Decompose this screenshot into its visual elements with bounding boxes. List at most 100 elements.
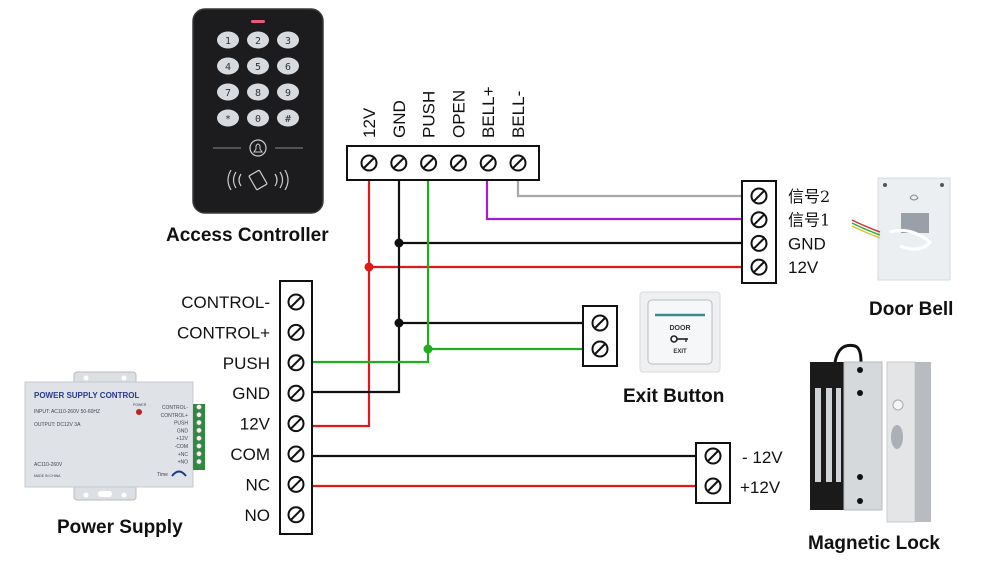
ps-terminal-label: NO <box>245 506 271 525</box>
access-controller-title: Access Controller <box>166 225 329 246</box>
ps-device-screw <box>196 450 202 457</box>
bell-terminal-label: 12V <box>788 258 819 277</box>
ac-terminal-label: BELL+ <box>479 86 498 138</box>
ps-terminal-label: CONTROL- <box>181 293 270 312</box>
exit-button: DOOR EXIT Exit Button <box>582 291 724 407</box>
lock-terminal-label-1: - 12V <box>742 448 783 467</box>
svg-text:*: * <box>225 114 231 125</box>
ps-terminal-label: COM <box>230 445 270 464</box>
junction-dot-gnd-exit <box>394 318 404 328</box>
keypad-key: 2 <box>247 31 269 49</box>
junction-dot-push-exit <box>423 344 433 354</box>
keypad-device-image: 1 2 3 4 5 6 7 8 9 * 0 # <box>192 8 324 214</box>
ps-made-text: MADE IN CHINA <box>34 474 61 478</box>
ps-device-screw <box>196 435 202 442</box>
wires <box>312 180 742 488</box>
keypad-key: 5 <box>247 57 269 75</box>
ps-ac-text: AC110-260V <box>34 462 63 468</box>
bell-terminal-screw <box>750 234 768 252</box>
ps-terminal-screw <box>287 506 305 524</box>
access-controller-terminal-block: 12V GND PUSH OPEN BELL+ BELL- <box>346 86 540 181</box>
door-bell-title: Door Bell <box>869 299 953 320</box>
power-led-icon <box>136 409 142 415</box>
svg-text:5: 5 <box>255 62 261 73</box>
svg-text:7: 7 <box>225 88 231 99</box>
ps-device-terminal-label: CONTROL+ <box>161 413 188 419</box>
ac-terminal-label: GND <box>390 100 409 138</box>
ac-terminal-label: OPEN <box>449 90 468 138</box>
rfid-card-icon <box>227 169 289 191</box>
ps-terminal-label: CONTROL+ <box>177 323 270 342</box>
ps-device-screw <box>196 404 202 410</box>
keypad-key: 6 <box>277 57 299 75</box>
svg-text:1: 1 <box>225 36 231 47</box>
power-supply-device-image: POWER SUPPLY CONTROL INPUT: AC110-260V 5… <box>24 371 205 501</box>
bell-terminal-screw <box>750 258 768 276</box>
ac-terminal-screw <box>360 154 378 172</box>
key-icon <box>670 335 688 343</box>
ps-device-terminal-label: CONTROL- <box>162 405 188 411</box>
keypad-key: # <box>277 109 299 127</box>
ps-device-screw <box>196 427 202 434</box>
svg-text:#: # <box>285 114 291 125</box>
magnetic-lock-title: Magnetic Lock <box>808 533 940 554</box>
bell-key-icon <box>249 139 267 157</box>
ps-terminal-screw <box>287 384 305 402</box>
ac-terminal-label: 12V <box>360 107 379 138</box>
exit-button-device-image: DOOR EXIT <box>639 291 721 373</box>
lock-terminal-label-2: +12V <box>740 478 781 497</box>
magnetic-lock: - 12V +12V Magnetic Lock <box>695 343 940 554</box>
bell-terminal-label: GND <box>788 234 826 253</box>
ps-device-terminal-label: +NC <box>178 452 189 458</box>
svg-text:4: 4 <box>225 62 231 73</box>
junction-dot-12v-bell <box>364 262 374 272</box>
door-bell-device-image <box>851 177 951 281</box>
keypad-key: 9 <box>277 83 299 101</box>
ps-device-screw <box>196 458 202 465</box>
exit-face-top: DOOR <box>670 325 691 332</box>
svg-text:3: 3 <box>285 36 291 47</box>
junction-dot-gnd-bell <box>394 238 404 248</box>
ps-power-led-label: POWER <box>133 403 147 407</box>
svg-text:0: 0 <box>255 114 261 125</box>
ps-terminal-screw <box>287 354 305 372</box>
exit-screw-2 <box>591 340 609 358</box>
ps-device-screw <box>196 419 202 426</box>
ac-terminal-label: BELL- <box>509 91 528 138</box>
svg-text:9: 9 <box>285 88 291 99</box>
keypad-key: 0 <box>247 109 269 127</box>
keypad-key: 3 <box>277 31 299 49</box>
exit-face-bottom: EXIT <box>673 349 687 355</box>
access-controller: 1 2 3 4 5 6 7 8 9 * 0 # Access Controller 12V GND PUS… <box>166 8 540 246</box>
keypad-key: * <box>217 109 239 127</box>
ps-device-screw <box>196 411 202 418</box>
ps-terminal-screw <box>287 445 305 463</box>
exit-button-title: Exit Button <box>623 386 724 407</box>
wire-gnd-controller-to-ps <box>312 180 401 394</box>
ps-device-terminal-label: PUSH <box>174 421 188 427</box>
svg-text:2: 2 <box>255 36 261 47</box>
keypad-key: 4 <box>217 57 239 75</box>
exit-screw-1 <box>591 314 609 332</box>
ac-terminal-screw <box>479 154 497 172</box>
ps-terminal-label: 12V <box>240 415 271 434</box>
wire-bell-plus <box>485 180 742 221</box>
lock-screw-1 <box>704 447 722 465</box>
wire-push-controller-to-ps <box>312 180 430 364</box>
ps-terminal-screw <box>287 293 305 311</box>
keypad-key: 8 <box>247 83 269 101</box>
keypad-key: 1 <box>217 31 239 49</box>
magnetic-lock-device-image <box>810 343 931 523</box>
time-knob-icon <box>171 470 187 477</box>
bell-terminal-label: 信号2 <box>788 187 830 206</box>
ps-device-terminal-label: +12V <box>176 436 188 442</box>
ps-time-label: Time <box>157 472 168 478</box>
ps-device-label: POWER SUPPLY CONTROL <box>34 391 139 400</box>
ps-terminal-screw <box>287 415 305 433</box>
ac-terminal-label: PUSH <box>420 91 439 138</box>
bell-terminal-label: 信号1 <box>788 211 830 230</box>
bell-terminal-screw <box>750 211 768 229</box>
